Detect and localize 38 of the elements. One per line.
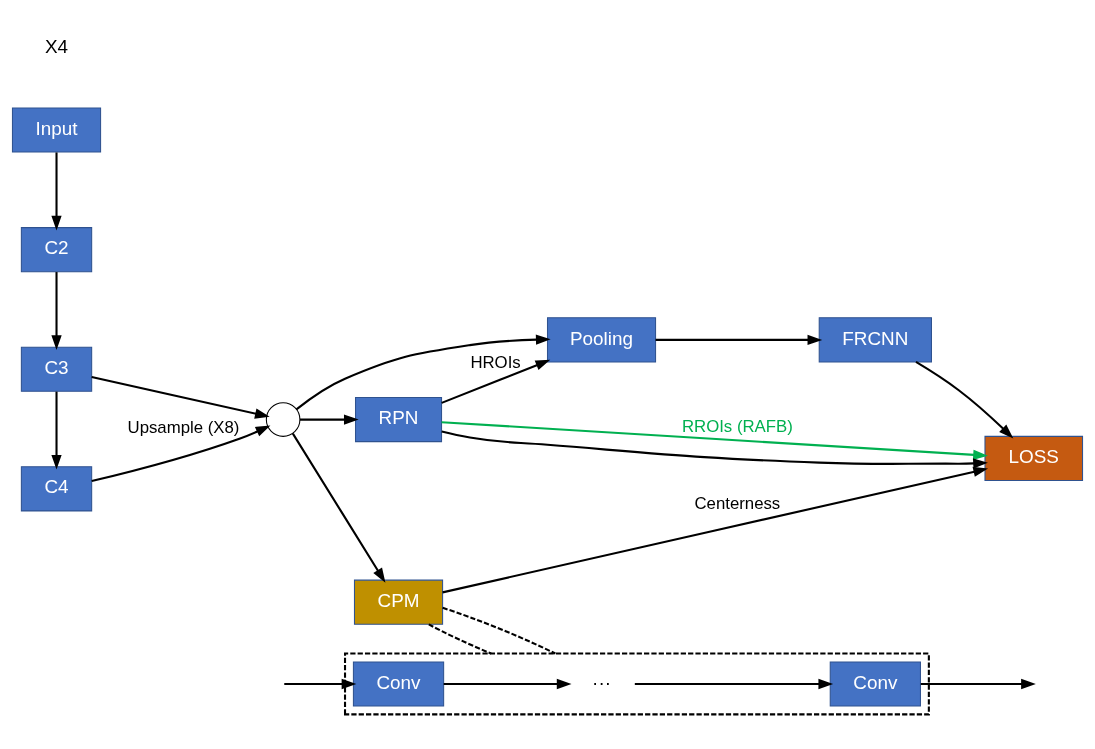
arrow [51,272,62,350]
arrow [51,152,62,231]
node-box: Input [11,107,102,153]
arrow [920,678,1036,690]
node-box: C3 [20,346,93,392]
node-box: LOSS [984,435,1084,481]
edge-label: Upsample (X8) [127,418,240,438]
node-box: CPM [353,579,444,625]
connector [428,623,492,655]
arrow [655,334,823,346]
connector [442,606,556,655]
edge-label: RROIs (RAFB) [681,416,793,436]
arrow [292,433,386,583]
node-box: Conv [352,661,445,707]
arrow [91,375,270,419]
arrow [284,678,357,690]
edge-label: Centerness [694,493,781,513]
arrow [295,334,551,411]
arrow [441,430,988,469]
arrow [442,466,989,594]
node-circle [265,402,301,437]
arrow [51,391,62,470]
arrow [299,414,359,425]
arrow [915,361,1014,439]
node-box: FRCNN [818,317,932,363]
label: X4 [44,35,69,57]
node-box: C4 [20,466,93,512]
node-box: Pooling [546,317,657,363]
arrow [443,678,572,690]
node-box: RPN [355,397,443,443]
edge-label: HROIs [470,353,521,372]
arrow [441,359,551,404]
node-box: Conv [829,661,921,707]
node-text: ··· [592,671,611,693]
node-box: C2 [20,227,93,273]
arrow [634,678,834,690]
arrow [441,421,988,460]
arrow [91,425,271,483]
